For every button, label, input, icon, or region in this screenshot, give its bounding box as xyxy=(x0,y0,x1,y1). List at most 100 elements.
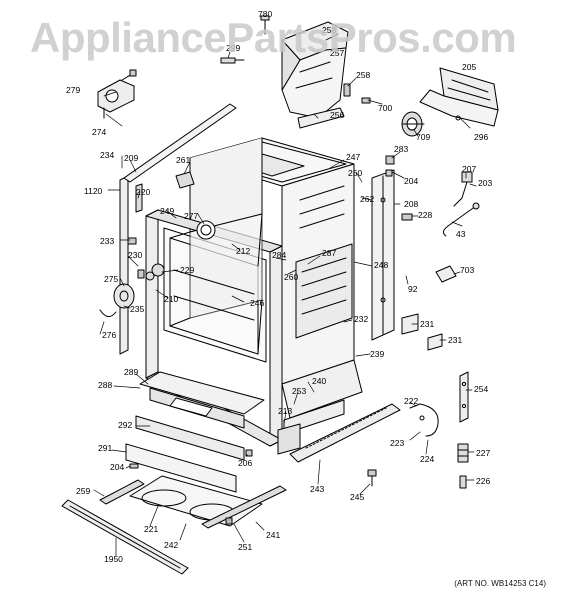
part-label-274: 274 xyxy=(92,127,106,137)
part-label-234: 234 xyxy=(100,150,114,160)
part-label-204: 204 xyxy=(110,462,124,472)
part-label-279: 279 xyxy=(66,85,80,95)
part-label-262: 262 xyxy=(360,194,374,204)
part-label-250: 250 xyxy=(348,168,362,178)
part-label-296: 296 xyxy=(474,132,488,142)
drawer-slide-241-drawing xyxy=(201,485,287,529)
oven-cabinet-drawing xyxy=(145,137,363,447)
part-label-254: 254 xyxy=(474,384,488,394)
part-label-43: 43 xyxy=(456,229,466,239)
part-label-248: 248 xyxy=(374,260,388,270)
plug-258-drawing xyxy=(343,83,371,104)
part-label-287: 287 xyxy=(322,248,336,258)
part-label-243: 243 xyxy=(310,484,324,494)
part-label-277: 277 xyxy=(184,211,198,221)
screw-245-drawing xyxy=(367,469,377,487)
small-parts-233-drawing xyxy=(127,237,155,281)
part-label-276: 276 xyxy=(102,330,116,340)
part-label-228: 228 xyxy=(418,210,432,220)
part-label-231: 231 xyxy=(448,335,462,345)
bracket-231-drawing xyxy=(401,313,443,351)
part-label-226: 226 xyxy=(476,476,490,486)
part-label-233: 233 xyxy=(100,236,114,246)
part-label-703: 703 xyxy=(460,265,474,275)
part-label-229: 229 xyxy=(180,265,194,275)
part-label-292: 292 xyxy=(118,420,132,430)
drawer-rail-243-drawing xyxy=(289,403,401,463)
drawer-front-291-drawing xyxy=(125,443,237,493)
drawer-tray-242-drawing xyxy=(129,475,263,527)
part-label-235: 235 xyxy=(130,304,144,314)
fitting-226-drawing xyxy=(459,475,467,489)
part-label-275: 275 xyxy=(104,274,118,284)
part-label-261: 261 xyxy=(176,155,190,165)
part-label-223: 223 xyxy=(390,438,404,448)
part-label-283: 283 xyxy=(394,144,408,154)
screw-204-drawing xyxy=(129,463,139,469)
drawer-liner-292-drawing xyxy=(135,415,245,461)
vent-duct-257-drawing xyxy=(281,21,349,119)
part-label-299: 299 xyxy=(226,43,240,53)
part-label-221: 221 xyxy=(144,524,158,534)
spring-227-drawing xyxy=(457,443,469,463)
part-label-289: 289 xyxy=(124,367,138,377)
part-label-258: 258 xyxy=(322,25,336,35)
part-label-208: 208 xyxy=(404,199,418,209)
part-label-1950: 1950 xyxy=(104,554,123,564)
part-label-291: 291 xyxy=(98,443,112,453)
clip-261-drawing xyxy=(175,171,195,189)
part-label-700: 700 xyxy=(378,103,392,113)
bracket-240-drawing xyxy=(277,399,345,455)
broiler-pan-289-drawing xyxy=(139,371,265,429)
art-number: (ART NO. WB14253 C14) xyxy=(454,579,546,588)
bracket-256-drawing xyxy=(297,107,345,129)
hinge-222-drawing xyxy=(409,403,439,437)
screw-228-drawing xyxy=(401,213,413,221)
part-label-231: 231 xyxy=(420,319,434,329)
side-trim-208-drawing xyxy=(371,169,395,341)
part-label-709: 709 xyxy=(416,132,430,142)
part-label-780: 780 xyxy=(258,9,272,19)
bracket-254-drawing xyxy=(459,371,469,423)
part-label-240: 240 xyxy=(312,376,326,386)
part-label-220: 220 xyxy=(136,187,150,197)
part-label-206: 206 xyxy=(238,458,252,468)
part-label-241: 241 xyxy=(266,530,280,540)
part-label-213: 213 xyxy=(278,406,292,416)
leader-lines xyxy=(93,23,477,557)
part-label-253: 253 xyxy=(292,386,306,396)
trim-bar-259-drawing xyxy=(99,479,145,505)
side-trim-1120-drawing xyxy=(119,175,143,355)
part-label-288: 288 xyxy=(98,380,112,390)
part-label-242: 242 xyxy=(164,540,178,550)
part-label-224: 224 xyxy=(420,454,434,464)
part-label-260: 260 xyxy=(284,272,298,282)
part-label-259: 259 xyxy=(76,486,90,496)
part-label-247: 247 xyxy=(346,152,360,162)
part-label-246: 246 xyxy=(250,298,264,308)
part-label-207: 207 xyxy=(462,164,476,174)
knob-275-drawing xyxy=(99,283,135,317)
part-label-230: 230 xyxy=(128,250,142,260)
part-label-232: 232 xyxy=(354,314,368,324)
screw-206-drawing xyxy=(245,449,253,457)
part-label-210: 210 xyxy=(164,294,178,304)
part-label-212: 212 xyxy=(236,246,250,256)
part-label-1120: 1120 xyxy=(84,186,103,196)
rear-trim-209-drawing xyxy=(123,103,237,183)
burner-709-drawing xyxy=(401,111,425,137)
bracket-703-drawing xyxy=(435,265,457,283)
part-label-203: 203 xyxy=(478,178,492,188)
part-label-209: 209 xyxy=(124,153,138,163)
part-label-92: 92 xyxy=(408,284,418,294)
part-label-251: 251 xyxy=(238,542,252,552)
part-label-258: 258 xyxy=(356,70,370,80)
part-label-249: 249 xyxy=(160,206,174,216)
part-label-284: 284 xyxy=(272,250,286,260)
part-label-222: 222 xyxy=(404,396,418,406)
part-label-257: 257 xyxy=(330,48,344,58)
part-label-227: 227 xyxy=(476,448,490,458)
